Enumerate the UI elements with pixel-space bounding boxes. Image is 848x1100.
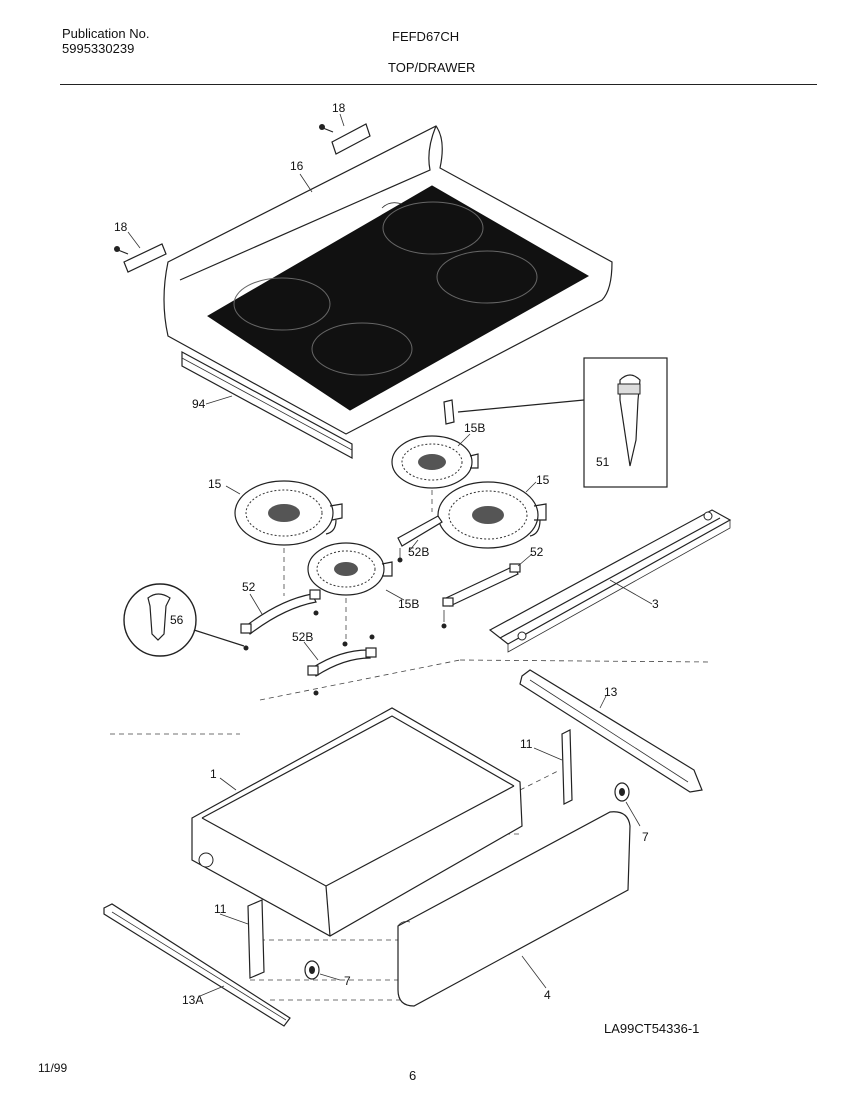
page-number: 6 bbox=[409, 1068, 417, 1083]
part-label-52b-top: 52B bbox=[408, 545, 429, 559]
part-label-18-top: 18 bbox=[332, 101, 346, 115]
element-15-left bbox=[234, 480, 343, 546]
bracket-18-left bbox=[114, 243, 167, 273]
screw-56-inset bbox=[123, 583, 245, 657]
part-label-51: 51 bbox=[596, 455, 610, 469]
part-label-11-left: 11 bbox=[214, 902, 227, 916]
part-label-52-left: 52 bbox=[242, 580, 256, 594]
part-label-15b-bottom: 15B bbox=[398, 597, 419, 611]
part-label-7-right: 7 bbox=[642, 830, 649, 844]
part-label-52b-bottom: 52B bbox=[292, 630, 313, 644]
rail-13 bbox=[519, 669, 703, 793]
switch-51-inset bbox=[443, 357, 668, 488]
publication-label: Publication No. bbox=[62, 26, 150, 41]
bracket-18-top bbox=[319, 123, 371, 155]
support-52b-top bbox=[397, 515, 443, 563]
element-15b-bottom bbox=[307, 542, 393, 596]
leader-lines bbox=[127, 113, 653, 997]
header-rule bbox=[60, 84, 817, 85]
roller-7-left bbox=[304, 960, 320, 980]
part-label-13: 13 bbox=[604, 685, 618, 699]
part-label-52-right: 52 bbox=[530, 545, 544, 559]
part-label-15-right: 15 bbox=[536, 473, 550, 487]
part-label-94: 94 bbox=[192, 397, 206, 411]
part-label-13a: 13A bbox=[182, 993, 203, 1007]
part-label-11-right: 11 bbox=[520, 737, 533, 751]
diagram-code: LA99CT54336-1 bbox=[604, 1021, 700, 1036]
trim-94 bbox=[181, 350, 353, 460]
part-label-15-left: 15 bbox=[208, 477, 222, 491]
cooktop-top-assembly bbox=[163, 125, 613, 435]
element-15-right bbox=[437, 481, 547, 549]
support-52-left bbox=[240, 589, 321, 651]
support-52b-bottom bbox=[307, 634, 377, 696]
part-label-4: 4 bbox=[544, 988, 551, 1002]
model-number: FEFD67CH bbox=[392, 29, 460, 44]
rail-3 bbox=[488, 509, 732, 653]
section-title: TOP/DRAWER bbox=[388, 60, 476, 75]
revision-date: 11/99 bbox=[38, 1061, 68, 1075]
drawer-front-4 bbox=[397, 811, 631, 1007]
drawer-1 bbox=[191, 707, 523, 937]
element-15b-top bbox=[391, 435, 479, 489]
part-label-3: 3 bbox=[652, 597, 659, 611]
part-label-56: 56 bbox=[170, 613, 184, 627]
part-label-15b-top: 15B bbox=[464, 421, 485, 435]
glide-11-right bbox=[561, 729, 573, 805]
part-label-7-left: 7 bbox=[344, 974, 351, 988]
support-52-right bbox=[441, 563, 521, 629]
roller-7-right bbox=[614, 782, 630, 802]
part-label-18-left: 18 bbox=[114, 220, 128, 234]
part-label-16: 16 bbox=[290, 159, 304, 173]
publication-number: 5995330239 bbox=[62, 41, 135, 56]
rail-13a bbox=[103, 903, 291, 1027]
glide-11-left bbox=[247, 899, 265, 979]
part-label-1: 1 bbox=[210, 767, 217, 781]
